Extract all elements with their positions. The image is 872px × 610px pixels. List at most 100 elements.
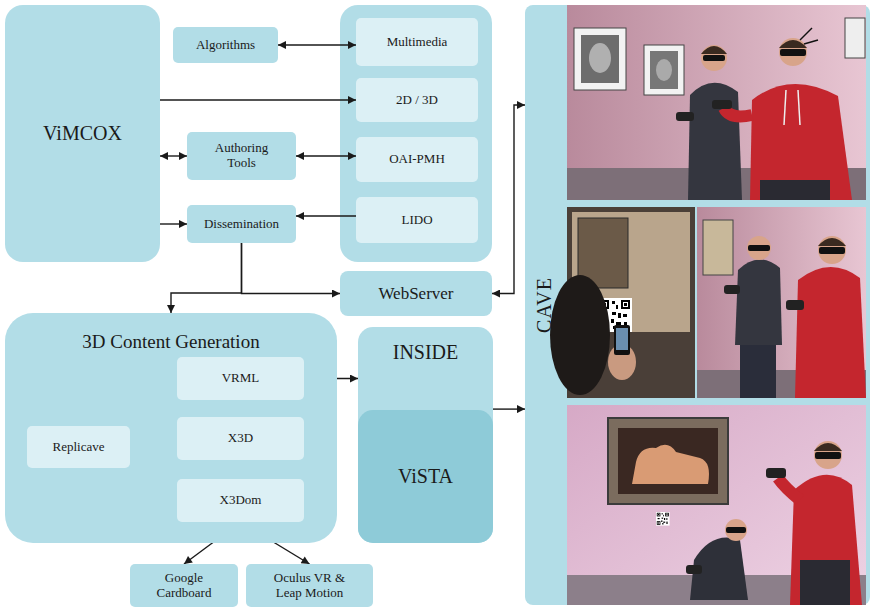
cave-photo	[735, 259, 782, 345]
cave-photo	[819, 247, 845, 254]
cave-photo	[800, 560, 850, 605]
box-label: Authoring Tools	[206, 141, 278, 171]
format-group	[340, 5, 492, 262]
cave-photo	[800, 28, 812, 40]
cave-photo	[818, 236, 846, 264]
cave-photo	[814, 441, 842, 469]
cave-photo	[747, 236, 771, 260]
box-label: Replicave	[53, 440, 105, 455]
flow-arrow	[242, 243, 341, 294]
cave-photo	[697, 207, 866, 398]
cave-photo	[779, 38, 807, 66]
format-box: OAI-PMH	[356, 137, 478, 182]
flow-arrow	[171, 243, 242, 313]
cave-photo	[712, 100, 732, 109]
cave-photo	[567, 5, 866, 200]
cave-photo	[703, 220, 733, 275]
framework-box: ViSTA	[358, 410, 493, 543]
flow-arrow	[160, 99, 356, 100]
cave-photo	[701, 45, 727, 71]
server-box: WebServer	[340, 271, 492, 316]
cave-photo	[581, 35, 619, 83]
cave-photo	[697, 207, 866, 398]
band-title: CAVE	[532, 277, 555, 333]
group-title: INSIDE	[393, 341, 459, 364]
cave-photo	[589, 43, 611, 73]
box-label: VRML	[222, 371, 260, 386]
format-box: Multimedia	[356, 18, 478, 66]
cave-photo	[550, 207, 695, 398]
flow-arrow	[160, 155, 187, 156]
box-label: Multimedia	[387, 35, 448, 50]
box-label: Dissemination	[204, 217, 279, 232]
cave-photo	[726, 527, 746, 533]
box-label: ViMCOX	[43, 122, 122, 145]
cave-band: CAVE	[525, 5, 870, 605]
cave-photo	[778, 478, 800, 500]
cave-photo	[725, 519, 747, 541]
cave-photo	[724, 108, 752, 116]
cave-photo	[786, 300, 804, 310]
cave-panel	[525, 5, 870, 605]
cave-photo	[784, 90, 786, 125]
cave-photo	[815, 452, 841, 459]
box-label: WebServer	[378, 284, 453, 304]
cave-photo	[804, 40, 818, 44]
cave-photo	[703, 55, 725, 61]
cave-photo	[760, 180, 830, 200]
cave-photo	[845, 18, 865, 58]
cave-photo	[766, 468, 786, 478]
cave-photo	[748, 245, 770, 251]
format-box: LIDO	[356, 197, 478, 243]
cave-photo	[779, 40, 807, 48]
cave-photo	[688, 83, 742, 200]
flow-arrow	[160, 223, 187, 224]
box-label: LIDO	[401, 213, 432, 228]
cave-photo	[567, 405, 866, 605]
flow-arrow	[296, 215, 356, 216]
cave-photo	[818, 238, 846, 246]
cave-photo	[656, 512, 670, 526]
format-box: VRML	[177, 357, 304, 400]
cave-photo	[750, 84, 852, 200]
device-box: Oculus VR & Leap Motion	[246, 564, 373, 607]
module-box: Algorithms	[173, 27, 278, 63]
cave-photo	[798, 90, 800, 125]
cave-photo	[686, 565, 702, 574]
box-label: Google Cardboard	[144, 571, 224, 601]
cave-photo	[701, 46, 727, 54]
module-box: Authoring Tools	[187, 132, 296, 180]
cave-photo	[814, 443, 842, 451]
box-label: OAI-PMH	[389, 152, 445, 167]
format-box: X3D	[177, 417, 304, 460]
group-box: 3D Content GenerationReplicave VRML X3D X3D…	[5, 313, 337, 543]
cave-photo	[614, 325, 630, 355]
flow-arrow	[492, 105, 525, 294]
cave-photo	[618, 428, 718, 494]
device-box: Google Cardboard	[130, 564, 238, 607]
format-box: 2D / 3D	[356, 78, 478, 122]
cave-photo	[656, 59, 672, 81]
cave-photo	[795, 267, 866, 398]
cave-photo	[616, 328, 628, 350]
cave-photo	[567, 405, 866, 605]
box-label: X3D	[228, 431, 253, 446]
tool-box: Replicave	[27, 426, 130, 468]
cave-photo	[724, 285, 740, 294]
box-label: Oculus VR & Leap Motion	[264, 571, 356, 601]
box-label: ViSTA	[398, 465, 453, 488]
cave-photo	[608, 418, 728, 504]
box-label: Algorithms	[196, 38, 255, 53]
flow-arrow	[278, 44, 356, 45]
cave-photo	[574, 28, 626, 90]
cave-photo	[550, 275, 610, 395]
format-box: X3Dom	[177, 479, 304, 522]
system-box: ViMCOX	[5, 5, 160, 262]
group-title: 3D Content Generation	[82, 331, 259, 353]
cave-photo	[567, 5, 866, 200]
box-label: X3Dom	[220, 493, 262, 508]
box-label: 2D / 3D	[396, 93, 438, 108]
group-box: INSIDE ViSTA	[358, 327, 493, 543]
cave-photo	[632, 445, 709, 484]
